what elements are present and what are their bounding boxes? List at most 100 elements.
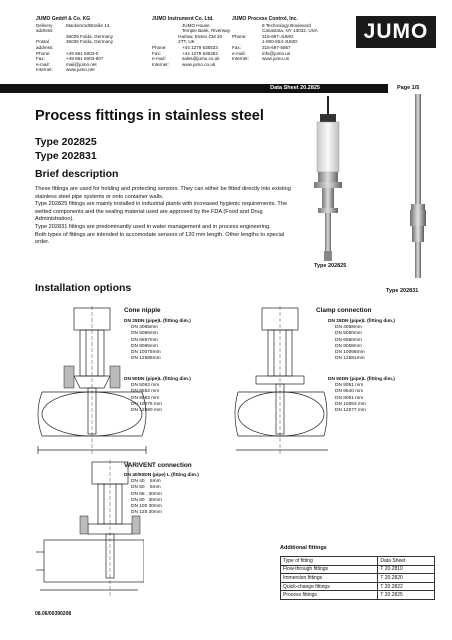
table-cell: Immersion fittings bbox=[279, 573, 379, 583]
jumo-logo: JUMO bbox=[356, 16, 436, 48]
address-value: Harlow, Essex CM 20 2TT, UK bbox=[178, 33, 223, 45]
address-value[interactable]: www.jumo.net bbox=[66, 67, 95, 73]
brief-paragraph: Both types of fittings are intended to a… bbox=[35, 231, 285, 246]
address-key: Phone: bbox=[232, 33, 247, 39]
page-title: Process fittings in stainless steel bbox=[35, 108, 264, 124]
table-cell: T 20.2822 bbox=[377, 581, 435, 592]
address-value: 36039 Fulda, Germany bbox=[66, 33, 113, 39]
dims-header: DN 50DN (pipe)L (fitting dim.) bbox=[124, 377, 191, 382]
address-value[interactable]: info@jumo.us bbox=[262, 50, 291, 56]
dims-item: DN 8063 mm bbox=[131, 395, 160, 401]
table-row: Process fittings T 20.2825 bbox=[279, 590, 435, 600]
table-cell: Process fittings bbox=[279, 590, 379, 600]
cone-nipple-dims-25: DN 25DN (pipe)L (fitting dim.) DN 4065mm… bbox=[124, 319, 234, 362]
address-key: e-mail: bbox=[152, 56, 166, 62]
dims-item: DN 50 5mm bbox=[131, 485, 161, 491]
clamp-connection-drawing bbox=[234, 306, 328, 456]
table-header-row: Type of fitting Data Sheet bbox=[279, 556, 435, 566]
dims-item: DN 6540 mm bbox=[335, 389, 364, 395]
address-value: JUMO House bbox=[182, 22, 210, 28]
clamp-title: Clamp connection bbox=[316, 307, 372, 314]
address-value: 315-697-5867 bbox=[262, 44, 291, 50]
dims-item: DN 8051 mm bbox=[335, 395, 364, 401]
dims-header: DN 25DN (pipe)L (fitting dim.) bbox=[124, 319, 191, 324]
fitting-202831-image bbox=[410, 94, 426, 278]
additional-fittings-table: Type of fitting Data Sheet Flow-through … bbox=[279, 556, 435, 600]
dims-item: DN 10068mm bbox=[335, 350, 365, 356]
dims-item: DN 80 30mm bbox=[131, 497, 162, 503]
dims-item: DN 12581mm bbox=[335, 356, 365, 362]
dims-header: DN 25DN (pipe)L (fitting dim.) bbox=[328, 319, 395, 324]
photo-caption: Type 202831 bbox=[386, 288, 419, 294]
dims-item: DN 12588mm bbox=[131, 356, 161, 362]
address-value: 8 Technology Boulevard bbox=[262, 22, 311, 28]
dims-item: DN 5050mm bbox=[335, 331, 362, 337]
dims-item: DN 10063 mm bbox=[335, 401, 366, 407]
address-value[interactable]: sales@jumo.co.uk bbox=[182, 56, 220, 62]
address-key: Fax: bbox=[36, 56, 45, 62]
type-label: Type 202831 bbox=[35, 150, 97, 162]
address-value[interactable]: www.jumo.us bbox=[262, 56, 290, 62]
address-value[interactable]: mail@jumo.net bbox=[66, 61, 97, 67]
address-value: +44 1279 635262 bbox=[182, 50, 218, 56]
varivent-title: VARIVENT connection bbox=[124, 462, 192, 469]
brief-paragraph: Type 202831 fittings are predominantly u… bbox=[35, 223, 271, 230]
address-value: 36035 Fulda, Germany bbox=[66, 39, 113, 45]
dims-item: DN 6557mm bbox=[131, 337, 158, 343]
company-address-de: JUMO GmbH & Co. KG Delivery address: Mack… bbox=[36, 16, 146, 73]
address-value: +49 661 6003-607 bbox=[66, 56, 104, 62]
photo-caption: Type 202825 bbox=[314, 263, 347, 269]
dims-item: DN 6552 mm bbox=[131, 389, 160, 395]
dims-item: DN 8058mm bbox=[335, 343, 362, 349]
table-cell: T 20.2820 bbox=[377, 573, 435, 583]
address-key: Delivery address: bbox=[36, 22, 54, 34]
fitting-202825-image bbox=[314, 96, 342, 261]
company-name: JUMO Instrument Co. Ltd. bbox=[152, 16, 214, 22]
brief-text: These fittings are used for holding and … bbox=[35, 186, 299, 247]
address-key: Fax: bbox=[152, 50, 161, 56]
dims-item: DN 12577 mm bbox=[335, 408, 366, 414]
dims-item: DN 125 30mm bbox=[131, 510, 162, 516]
address-value: +44 1279 635533 bbox=[182, 44, 218, 50]
clamp-dims-50: DN 50DN (pipe)L (fitting dim.) DN 5051 m… bbox=[328, 377, 438, 414]
address-value[interactable]: www.jumo.co.uk bbox=[182, 61, 216, 67]
address-key: e-mail: bbox=[232, 50, 246, 56]
address-key: Internet: bbox=[232, 56, 249, 62]
dims-item: DN 6550mm bbox=[335, 337, 362, 343]
address-key: Internet: bbox=[36, 67, 53, 73]
dims-item: DN 100 30mm bbox=[131, 504, 162, 510]
brief-paragraph: Type 202825 fittings are mainly installe… bbox=[35, 201, 288, 223]
dims-item: DN 12590 mm bbox=[131, 408, 162, 414]
dims-header: DN 50DN (pipe)L (fitting dim.) bbox=[328, 377, 395, 382]
bar-background: Data Sheet 20.2825 bbox=[0, 84, 388, 93]
table-header: Data Sheet bbox=[377, 556, 435, 566]
table-row: Immersion fittings T 20.2820 bbox=[279, 573, 435, 583]
dims-item: DN 40 5mm bbox=[131, 479, 161, 485]
company-name: JUMO Process Control, Inc. bbox=[232, 16, 298, 22]
table-cell: Quick-change fittings bbox=[279, 581, 379, 592]
address-key: Phone: bbox=[36, 50, 51, 56]
dims-item: DN 65 30mm bbox=[131, 491, 162, 497]
page-number: Page 1/5 bbox=[397, 85, 420, 91]
dims-item: DN 4065mm bbox=[131, 325, 158, 331]
address-key: Postal address: bbox=[36, 39, 54, 50]
dims-item: DN 10075 mm bbox=[131, 401, 162, 407]
document-number: 08.06/00390208 bbox=[35, 611, 72, 617]
data-sheet-number: Data Sheet 20.2825 bbox=[270, 85, 320, 91]
dims-item: DN 5063 mm bbox=[131, 383, 160, 389]
type-label: Type 202825 bbox=[35, 136, 97, 148]
varivent-dims: DN 40/50DN (pipe) L (fitting dim.) DN 40… bbox=[124, 473, 244, 516]
address-value: Mackenrodtstraße 14, bbox=[66, 22, 111, 28]
dims-item: DN 5051 mm bbox=[335, 383, 364, 389]
company-name: JUMO GmbH & Co. KG bbox=[36, 16, 91, 22]
table-header: Type of fitting bbox=[279, 556, 379, 566]
address-value: +49 661 6003-0 bbox=[66, 50, 99, 56]
dims-item: DN 10075mm bbox=[131, 350, 161, 356]
table-cell: T 20.2810 bbox=[377, 564, 435, 575]
data-sheet-bar: Data Sheet 20.2825 Page 1/5 bbox=[0, 84, 452, 93]
dims-item: DN 5065mm bbox=[131, 331, 158, 337]
cone-nipple-drawing bbox=[37, 306, 147, 456]
company-address-us: JUMO Process Control, Inc. 8 Technology … bbox=[232, 16, 332, 62]
address-key: e-mail: bbox=[36, 61, 50, 67]
address-key: Internet: bbox=[152, 61, 169, 67]
